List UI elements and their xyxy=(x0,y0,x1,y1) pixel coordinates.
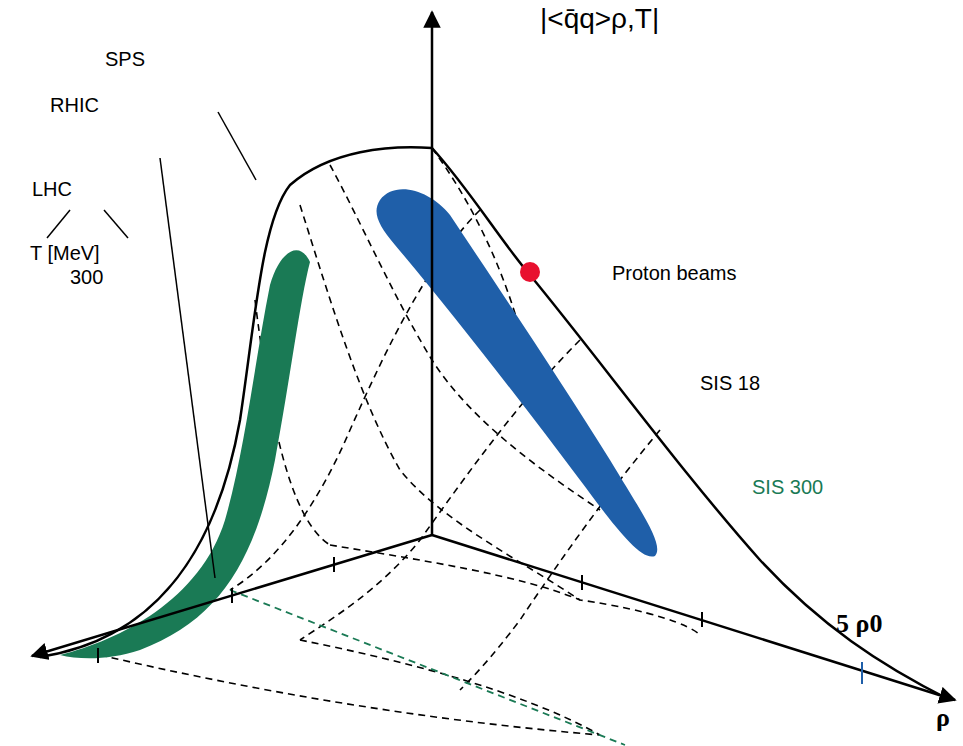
accelerator-name: SIS 18 xyxy=(700,372,760,394)
condensate-axis xyxy=(431,12,434,535)
temperature-axis xyxy=(32,535,432,656)
tick xyxy=(581,575,583,590)
axis-title: |<q̄q>ρ,T| xyxy=(540,4,659,35)
leader-lines xyxy=(47,112,256,578)
grid-line xyxy=(100,655,600,735)
accelerator-name: Proton beams xyxy=(612,262,737,284)
leader-line xyxy=(218,112,256,180)
grid-line xyxy=(300,640,600,735)
surface-grid xyxy=(100,148,700,735)
accelerator-name: RHIC xyxy=(50,94,99,116)
sis-region xyxy=(376,189,657,556)
density-axis xyxy=(432,535,955,700)
accelerator-name: SIS 300 xyxy=(752,476,823,498)
tick-label: 300 xyxy=(70,266,103,288)
tick xyxy=(701,612,703,627)
collider-region xyxy=(60,250,310,658)
proton-beam-point xyxy=(520,262,540,282)
axis-title: T [MeV] xyxy=(30,242,100,264)
grid-line xyxy=(330,165,600,510)
leader-line xyxy=(47,210,70,238)
axis-ticks xyxy=(98,557,702,663)
grid-line xyxy=(330,545,700,635)
accelerator-name: LHC xyxy=(32,178,72,200)
tick xyxy=(231,588,233,603)
surface-outline xyxy=(40,147,950,700)
tick xyxy=(333,557,335,572)
leader-line xyxy=(104,210,128,238)
grid-line xyxy=(460,430,660,690)
accelerator-name: SPS xyxy=(105,48,145,70)
leader-line xyxy=(160,158,215,578)
green-grid-line xyxy=(230,590,625,745)
tick xyxy=(97,648,99,663)
tick xyxy=(861,662,863,684)
axis-title: ρ xyxy=(936,704,950,733)
tick-label: 5 ρ0 xyxy=(836,610,882,639)
